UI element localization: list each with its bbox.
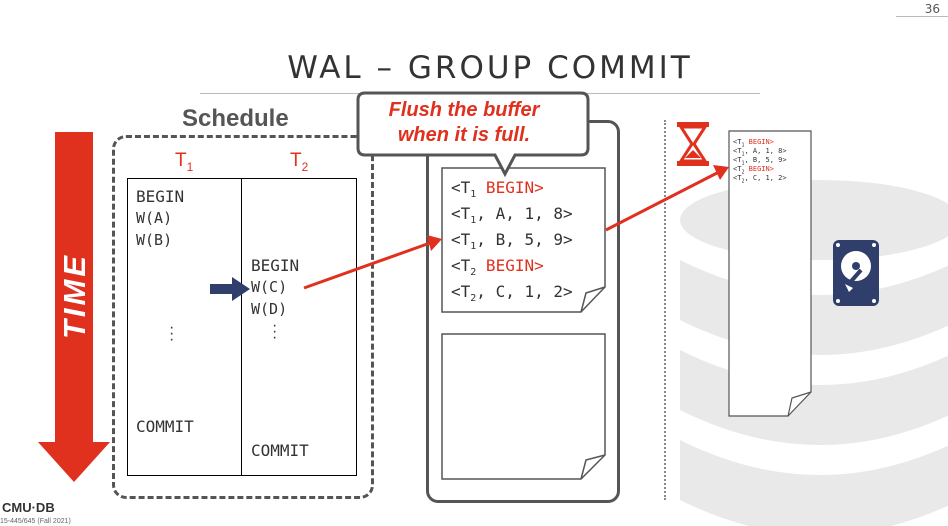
t2-op-write-c: W(C) — [251, 278, 288, 296]
disk-log-entry: <T2, C, 1, 2> — [733, 174, 787, 185]
t1-op-begin: BEGIN — [136, 187, 185, 206]
callout-bubble — [356, 91, 590, 178]
callout-line-1: Flush the buffer — [388, 99, 540, 121]
hard-disk-icon — [833, 240, 879, 306]
buffer-log-entry: <T1 BEGIN> — [451, 178, 544, 201]
flush-to-disk-arrow — [605, 165, 729, 232]
page-number: 36 — [924, 2, 940, 16]
buffer-log-entry: <T1, A, 1, 8> — [451, 204, 573, 227]
t2-ellipsis: ··· — [272, 317, 278, 346]
t2-op-begin: BEGIN — [251, 256, 300, 275]
schedule-label: Schedule — [182, 105, 289, 132]
schedule-box — [112, 135, 374, 499]
disk-log-entry: <T1, B, 5, 9> — [733, 156, 787, 167]
course-label: 15-445/645 (Fall 2021) — [0, 518, 71, 525]
callout-text: Flush the buffer when it is full. — [364, 98, 564, 148]
buffer-log-entry: <T2 BEGIN> — [451, 256, 544, 279]
schedule-divider — [241, 178, 242, 476]
buffer-page-empty — [441, 333, 606, 480]
disk-log-entry: <T1 BEGIN> — [733, 138, 774, 149]
t1-op-write-b: W(B) — [136, 231, 173, 249]
memory-disk-separator — [664, 120, 666, 500]
slide-title: WAL – GROUP COMMIT — [287, 50, 693, 86]
disk-log-entry: <T1, A, 1, 8> — [733, 147, 787, 158]
current-op-arrow-icon — [210, 277, 250, 301]
write-to-buffer-arrow — [303, 235, 442, 290]
disk-log-entry: <T2 BEGIN> — [733, 165, 774, 176]
buffer-log-entry: <T1, B, 5, 9> — [451, 230, 573, 253]
time-arrow — [38, 132, 110, 482]
t1-op-commit: COMMIT — [136, 417, 194, 436]
t2-op-commit: COMMIT — [251, 441, 309, 460]
callout-line-2: when it is full. — [397, 124, 531, 146]
t2-label: T2 — [290, 150, 309, 174]
page-number-rule — [896, 16, 948, 17]
cmu-db-logo: CMU·DB — [2, 500, 55, 515]
t1-op-write-a: W(A) — [136, 209, 173, 227]
t1-label: T1 — [175, 150, 194, 174]
hourglass-icon — [677, 122, 709, 166]
buffer-page-full — [441, 167, 606, 313]
t2-op-write-d: W(D) — [251, 300, 288, 318]
schedule-table — [127, 178, 357, 476]
t1-ellipsis: ··· — [169, 319, 175, 348]
buffer-log-entry: <T2, C, 1, 2> — [451, 282, 573, 305]
disk-log-page — [728, 130, 812, 417]
